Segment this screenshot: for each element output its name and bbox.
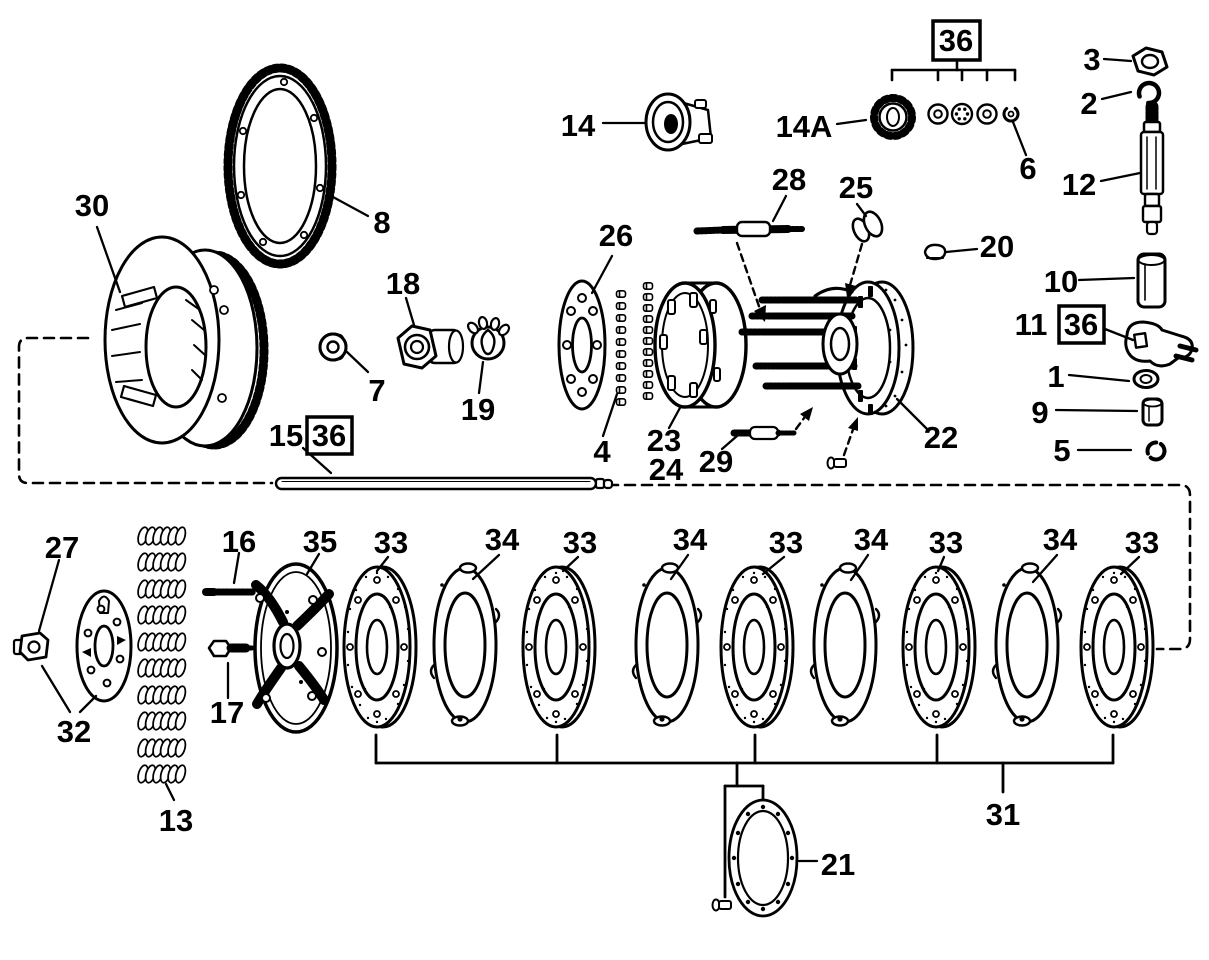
part-26-bearing-washer bbox=[557, 279, 607, 411]
part-14a-star-gear bbox=[870, 94, 916, 140]
callout-8: 8 bbox=[373, 205, 390, 240]
callout-24: 24 bbox=[649, 452, 684, 487]
clutch-plate-row bbox=[342, 562, 1155, 729]
bracket-31 bbox=[374, 733, 1115, 899]
part-21-spring-collar bbox=[727, 798, 799, 918]
part-32-releasing-disc bbox=[75, 589, 133, 703]
callout-7: 7 bbox=[368, 373, 385, 408]
callout-5: 5 bbox=[1053, 433, 1070, 468]
callout-6: 6 bbox=[1019, 151, 1036, 186]
callout-36-box-mid bbox=[1057, 304, 1106, 345]
part-23-24-bearing-cage bbox=[653, 281, 748, 409]
callout-27: 27 bbox=[45, 530, 79, 565]
part-rivet-hub bbox=[826, 456, 847, 470]
callout-14a: 14A bbox=[776, 109, 833, 144]
callout-labels: 30 8 18 7 19 26 4 23 24 29 28 25 20 22 1… bbox=[45, 19, 1159, 882]
callout-4: 4 bbox=[593, 434, 611, 469]
callout-36-box-shaft bbox=[305, 415, 354, 456]
part-10-pushrod-cup bbox=[1136, 252, 1167, 309]
callout-10: 10 bbox=[1044, 264, 1078, 299]
callout-15: 15 bbox=[269, 418, 303, 453]
group-36-bracket bbox=[890, 59, 1017, 82]
part-22-clutch-hub bbox=[738, 280, 915, 416]
part-15-pushrod bbox=[274, 476, 614, 491]
part-13-springs bbox=[135, 525, 189, 785]
callout-17: 17 bbox=[210, 695, 244, 730]
callout-33-1: 33 bbox=[374, 525, 408, 560]
callout-34-1: 34 bbox=[485, 522, 520, 557]
callout-22: 22 bbox=[924, 420, 958, 455]
callout-36-top: 36 bbox=[939, 23, 973, 58]
part-12-pushrod-shaft bbox=[1139, 100, 1165, 236]
callout-36-shaft: 36 bbox=[312, 418, 346, 453]
part-rivet-21 bbox=[711, 898, 732, 912]
part-4-bearing-rollers bbox=[615, 281, 654, 407]
centerline-dashed-left bbox=[17, 336, 274, 485]
callout-31: 31 bbox=[986, 797, 1020, 832]
callout-21: 21 bbox=[821, 847, 855, 882]
callout-34-2: 34 bbox=[673, 522, 708, 557]
callout-28: 28 bbox=[772, 162, 806, 197]
part-11-release-lever bbox=[1124, 320, 1199, 368]
callout-3: 3 bbox=[1083, 42, 1100, 77]
callout-33-5: 33 bbox=[1125, 525, 1159, 560]
callout-36-mid: 36 bbox=[1064, 307, 1098, 342]
callout-33-2: 33 bbox=[563, 525, 597, 560]
part-14-release-bearing bbox=[644, 92, 713, 152]
callout-12: 12 bbox=[1062, 167, 1096, 202]
part-1-washer bbox=[1132, 369, 1160, 389]
callout-1: 1 bbox=[1047, 359, 1064, 394]
part-25-keepers bbox=[851, 210, 884, 243]
part-6-retaining-ring bbox=[1002, 105, 1020, 123]
callout-33-3: 33 bbox=[769, 525, 803, 560]
callout-34-4: 34 bbox=[1043, 522, 1078, 557]
callout-19: 19 bbox=[461, 392, 495, 427]
callout-16: 16 bbox=[222, 524, 256, 559]
part-30-clutch-drum bbox=[103, 235, 269, 450]
callout-11: 11 bbox=[1015, 307, 1048, 342]
callout-25: 25 bbox=[839, 170, 873, 205]
callout-13: 13 bbox=[159, 803, 193, 838]
part-29-rod bbox=[730, 425, 797, 441]
part-36-washers-and-bearing bbox=[927, 102, 998, 126]
part-18-adjusting-nut bbox=[396, 324, 465, 370]
leader-lines bbox=[37, 57, 1142, 863]
part-3-hex-nut bbox=[1131, 46, 1169, 77]
part-7-bushing bbox=[318, 332, 348, 362]
callout-2: 2 bbox=[1080, 86, 1097, 121]
callout-26: 26 bbox=[599, 218, 633, 253]
part-5-clip bbox=[1145, 440, 1167, 462]
callout-30: 30 bbox=[75, 188, 109, 223]
callout-36-box-top bbox=[931, 19, 982, 62]
callout-35: 35 bbox=[303, 524, 337, 559]
part-28-stud bbox=[693, 220, 805, 238]
callout-9: 9 bbox=[1031, 395, 1048, 430]
callout-33-4: 33 bbox=[929, 525, 963, 560]
callout-34-3: 34 bbox=[854, 522, 889, 557]
callout-32: 32 bbox=[57, 714, 91, 749]
part-35-pressure-plate bbox=[251, 562, 339, 734]
part-8-ring-gear bbox=[223, 63, 337, 269]
part-9-bushing bbox=[1141, 397, 1164, 427]
part-19-lock-washer bbox=[466, 315, 511, 361]
part-27-adjusting-nut bbox=[12, 631, 50, 662]
callout-18: 18 bbox=[386, 266, 420, 301]
callout-14: 14 bbox=[561, 108, 596, 143]
part-20-key bbox=[923, 243, 947, 261]
callout-23: 23 bbox=[647, 423, 681, 458]
callout-20: 20 bbox=[980, 229, 1014, 264]
assembly-arrows-dashed bbox=[735, 241, 864, 457]
part-17-adjusting-screw bbox=[207, 639, 255, 658]
callout-29: 29 bbox=[699, 444, 733, 479]
